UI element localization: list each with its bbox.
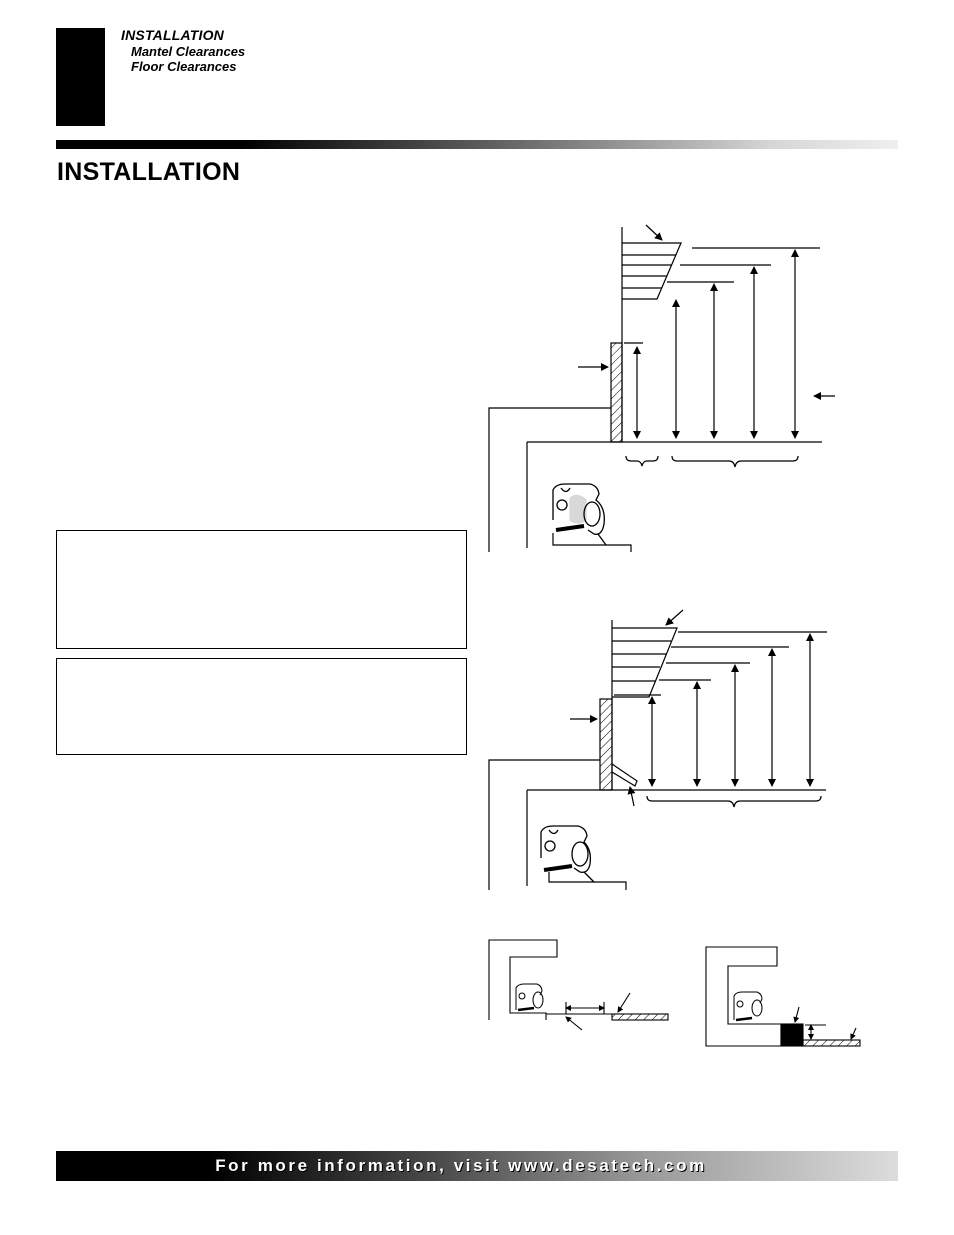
header-topic-mantel: Mantel Clearances xyxy=(131,44,246,59)
note-box xyxy=(56,530,467,649)
floor-clearance-raised-figure xyxy=(705,946,861,1047)
header-topic-floor: Floor Clearances xyxy=(131,59,237,74)
section-tab xyxy=(56,28,105,126)
footer-link-text[interactable]: For more information, visit www.desatech… xyxy=(215,1156,707,1175)
floor-clearance-flush-figure xyxy=(488,939,669,1031)
mantel-clearance-figure xyxy=(488,224,835,552)
header-section-title: INSTALLATION xyxy=(121,27,224,43)
mantel-clearance-with-hood-figure xyxy=(488,609,827,890)
page-title: INSTALLATION xyxy=(57,158,241,186)
footer-banner: For more information, visit www.desatech… xyxy=(56,1151,898,1181)
header-rule xyxy=(56,140,898,149)
note-box-secondary xyxy=(56,658,467,755)
